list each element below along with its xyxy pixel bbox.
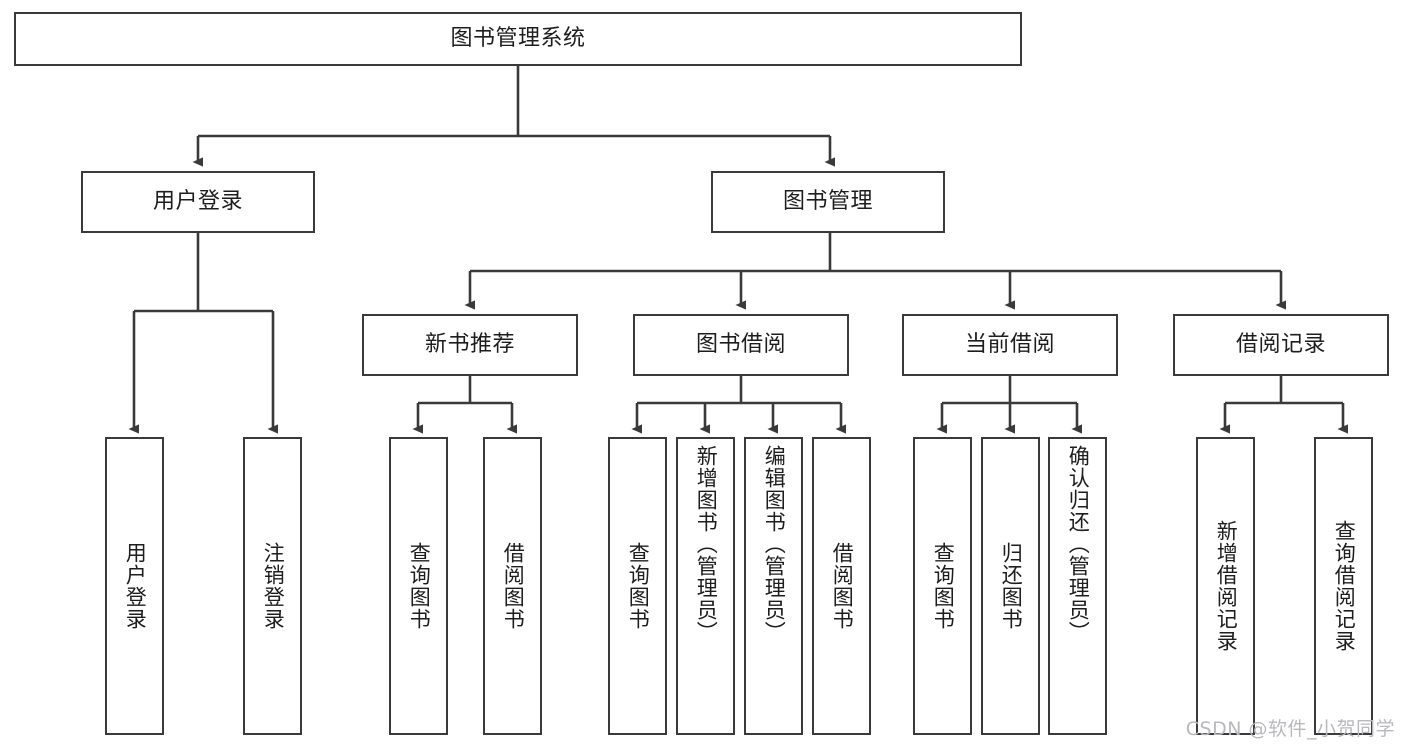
- leaf-current-borrow-confirm[interactable]: 确认归还（管理员）: [1048, 437, 1107, 735]
- node-label: 查询图书: [931, 542, 956, 630]
- node-label: 新书推荐: [424, 332, 515, 358]
- node-label: 用户登录: [123, 542, 148, 630]
- node-label: 查询图书: [407, 542, 432, 630]
- leaf-new-book-query[interactable]: 查询图书: [389, 437, 448, 735]
- leaf-new-book-borrow[interactable]: 借阅图书: [483, 437, 542, 735]
- node-current-borrow[interactable]: 当前借阅: [902, 314, 1118, 376]
- node-label: 图书管理系统: [450, 26, 586, 52]
- node-label: 用户登录: [152, 189, 243, 215]
- node-new-book-recommend[interactable]: 新书推荐: [362, 314, 578, 376]
- node-label: 归还图书: [999, 542, 1024, 630]
- leaf-borrow-record-add[interactable]: 新增借阅记录: [1196, 437, 1255, 735]
- node-label: 当前借阅: [964, 332, 1055, 358]
- leaf-book-borrow-edit[interactable]: 编辑图书（管理员）: [744, 437, 803, 735]
- node-label: 编辑图书（管理员）: [762, 445, 787, 643]
- leaf-current-borrow-query[interactable]: 查询图书: [913, 437, 972, 735]
- watermark-text: CSDN @软件_小贺同学: [1185, 718, 1395, 740]
- leaf-borrow-record-query[interactable]: 查询借阅记录: [1314, 437, 1373, 735]
- leaf-user-login-signout[interactable]: 注销登录: [243, 437, 302, 735]
- leaf-book-borrow-query[interactable]: 查询图书: [608, 437, 667, 735]
- node-label: 查询图书: [626, 542, 651, 630]
- node-book-borrow[interactable]: 图书借阅: [633, 314, 849, 376]
- leaf-book-borrow-add[interactable]: 新增图书（管理员）: [676, 437, 735, 735]
- leaf-user-login-signin[interactable]: 用户登录: [105, 437, 164, 735]
- node-label: 确认归还（管理员）: [1066, 445, 1091, 643]
- node-user-login[interactable]: 用户登录: [81, 171, 315, 233]
- node-label: 图书借阅: [695, 332, 786, 358]
- node-label: 新增借阅记录: [1214, 520, 1239, 652]
- node-label: 借阅记录: [1235, 332, 1326, 358]
- node-book-management[interactable]: 图书管理: [711, 171, 945, 233]
- node-root-system[interactable]: 图书管理系统: [14, 12, 1022, 66]
- node-label: 图书管理: [782, 189, 873, 215]
- leaf-book-borrow-borrow[interactable]: 借阅图书: [812, 437, 871, 735]
- node-label: 借阅图书: [501, 542, 526, 630]
- node-label: 查询借阅记录: [1332, 520, 1357, 652]
- leaf-current-borrow-return[interactable]: 归还图书: [981, 437, 1040, 735]
- node-label: 借阅图书: [830, 542, 855, 630]
- node-label: 新增图书（管理员）: [694, 445, 719, 643]
- node-label: 注销登录: [261, 542, 286, 630]
- node-borrow-record[interactable]: 借阅记录: [1173, 314, 1389, 376]
